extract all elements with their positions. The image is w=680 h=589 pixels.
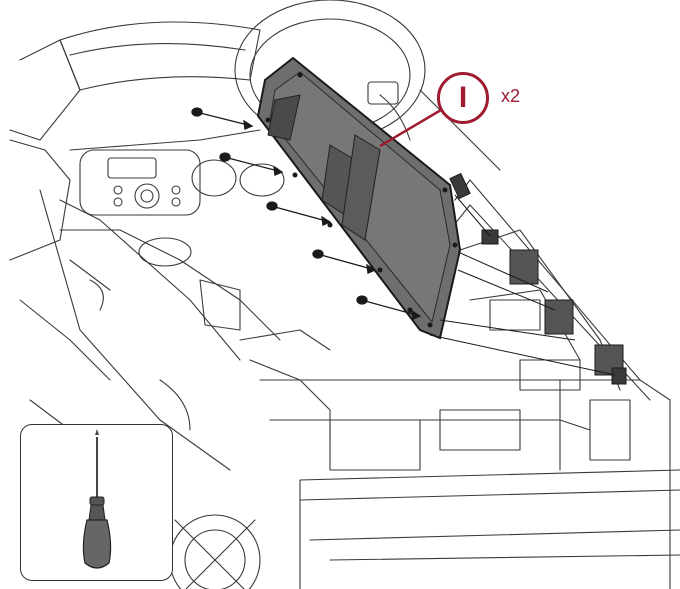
part-callout-badge: I bbox=[437, 72, 489, 124]
tailgate bbox=[299, 469, 680, 481]
phillips-screwdriver-icon bbox=[82, 429, 112, 569]
mounting-clips bbox=[429, 172, 627, 385]
rear-wheel bbox=[169, 514, 261, 589]
hood-outline bbox=[59, 21, 261, 91]
screw-icon bbox=[356, 295, 422, 320]
speaker-grille bbox=[138, 237, 192, 267]
screw-icon bbox=[266, 201, 332, 226]
part-quantity: x2 bbox=[501, 86, 521, 106]
tool-panel bbox=[20, 424, 173, 581]
screw-arrows bbox=[191, 107, 422, 320]
screw-icon bbox=[191, 107, 254, 130]
battery-cover-panel bbox=[256, 56, 462, 340]
screw-icon bbox=[219, 152, 284, 176]
callout-leader bbox=[379, 108, 442, 148]
dashboard-console bbox=[79, 149, 201, 216]
screw-icon bbox=[312, 249, 377, 274]
